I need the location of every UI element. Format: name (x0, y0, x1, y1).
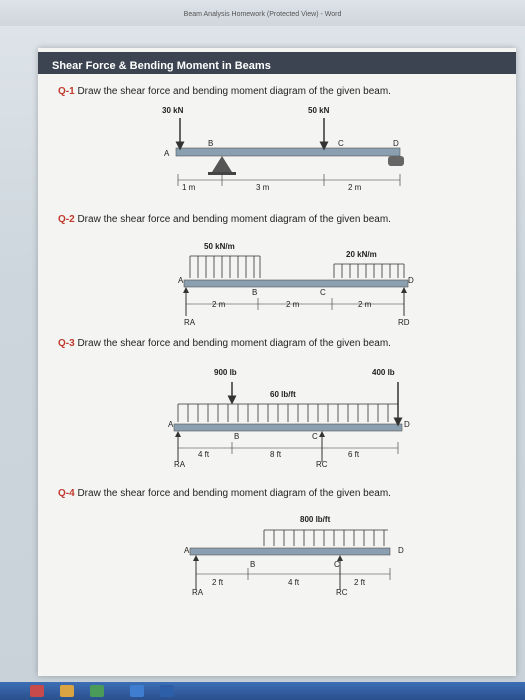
load-label: 50 kN/m (204, 242, 235, 251)
page-heading: Shear Force & Bending Moment in Beams (52, 60, 271, 72)
beam-bar (175, 147, 401, 157)
point-label: D (398, 546, 404, 555)
question-1: Q-1 Draw the shear force and bending mom… (58, 86, 391, 97)
question-4: Q-4 Draw the shear force and bending mom… (58, 488, 391, 499)
dimension-label: 2 m (348, 183, 362, 192)
question-number: Q-1 (58, 86, 75, 97)
reaction-label: RC (316, 460, 328, 469)
load-label: 400 lb (372, 368, 395, 377)
title-bar[interactable]: Beam Analysis Homework (Protected View) … (0, 0, 525, 26)
load-label: 800 lb/ft (300, 515, 331, 524)
question-3: Q-3 Draw the shear force and bending mom… (58, 338, 391, 349)
question-number: Q-4 (58, 488, 75, 499)
dimension-label: 4 ft (198, 450, 210, 459)
pin-support-icon (212, 156, 232, 172)
dimension-label: 2 m (358, 300, 372, 309)
document-page[interactable]: Shear Force & Bending Moment in Beams Q-… (38, 48, 516, 676)
app-icon[interactable] (60, 685, 74, 697)
point-label: C (334, 560, 340, 569)
point-label: C (338, 139, 344, 148)
ground-icon (208, 172, 236, 175)
q4-beam-diagram (189, 529, 391, 590)
point-label: B (208, 139, 214, 148)
dimension-label: 3 m (256, 183, 270, 192)
point-label: D (404, 420, 410, 429)
app-icon[interactable] (90, 685, 104, 697)
point-label: B (250, 560, 256, 569)
beam-bar (173, 423, 403, 432)
window-title: Beam Analysis Homework (Protected View) … (183, 11, 342, 18)
taskbar (0, 682, 525, 700)
reaction-label: RC (336, 588, 348, 597)
dimension-label: 6 ft (348, 450, 360, 459)
word-icon[interactable] (160, 685, 174, 697)
beam-bar (183, 279, 409, 288)
question-text: Draw the shear force and bending moment … (77, 86, 391, 97)
dimension-label: 4 ft (288, 578, 300, 587)
question-number: Q-3 (58, 338, 75, 349)
point-label: A (178, 276, 184, 285)
load-label: 60 lb/ft (270, 390, 296, 399)
beam-diagrams (173, 118, 409, 590)
dimension-label: 8 ft (270, 450, 282, 459)
load-label: 30 kN (162, 106, 184, 115)
dimension-label: 1 m (182, 183, 196, 192)
reaction-label: RA (192, 588, 204, 597)
question-2: Q-2 Draw the shear force and bending mom… (58, 214, 391, 225)
dimension-label: 2 m (286, 300, 300, 309)
reaction-label: RD (398, 318, 410, 327)
question-text: Draw the shear force and bending moment … (77, 488, 391, 499)
point-label: D (408, 276, 414, 285)
point-label: D (393, 139, 399, 148)
question-number: Q-2 (58, 214, 75, 225)
heading-band: Shear Force & Bending Moment in Beams (38, 52, 516, 74)
point-label: A (168, 420, 174, 429)
dimension-label: 2 ft (354, 578, 366, 587)
dimension-label: 2 ft (212, 578, 224, 587)
question-text: Draw the shear force and bending moment … (77, 214, 391, 225)
q1-beam-diagram (175, 118, 404, 186)
point-label: C (312, 432, 318, 441)
question-text: Draw the shear force and bending moment … (77, 338, 391, 349)
reaction-label: RA (184, 318, 196, 327)
load-label: 20 kN/m (346, 250, 377, 259)
point-label: A (164, 149, 170, 158)
app-icon[interactable] (130, 685, 144, 697)
roller-support-icon (388, 156, 404, 166)
load-label: 900 lb (214, 368, 237, 377)
beam-bar (189, 547, 391, 556)
dimension-label: 2 m (212, 300, 226, 309)
point-label: C (320, 288, 326, 297)
point-label: A (184, 546, 190, 555)
point-label: B (234, 432, 240, 441)
q2-beam-diagram (183, 255, 409, 316)
q3-beam-diagram (173, 382, 403, 462)
app-icon[interactable] (30, 685, 44, 697)
load-label: 50 kN (308, 106, 330, 115)
point-label: B (252, 288, 258, 297)
reaction-label: RA (174, 460, 186, 469)
